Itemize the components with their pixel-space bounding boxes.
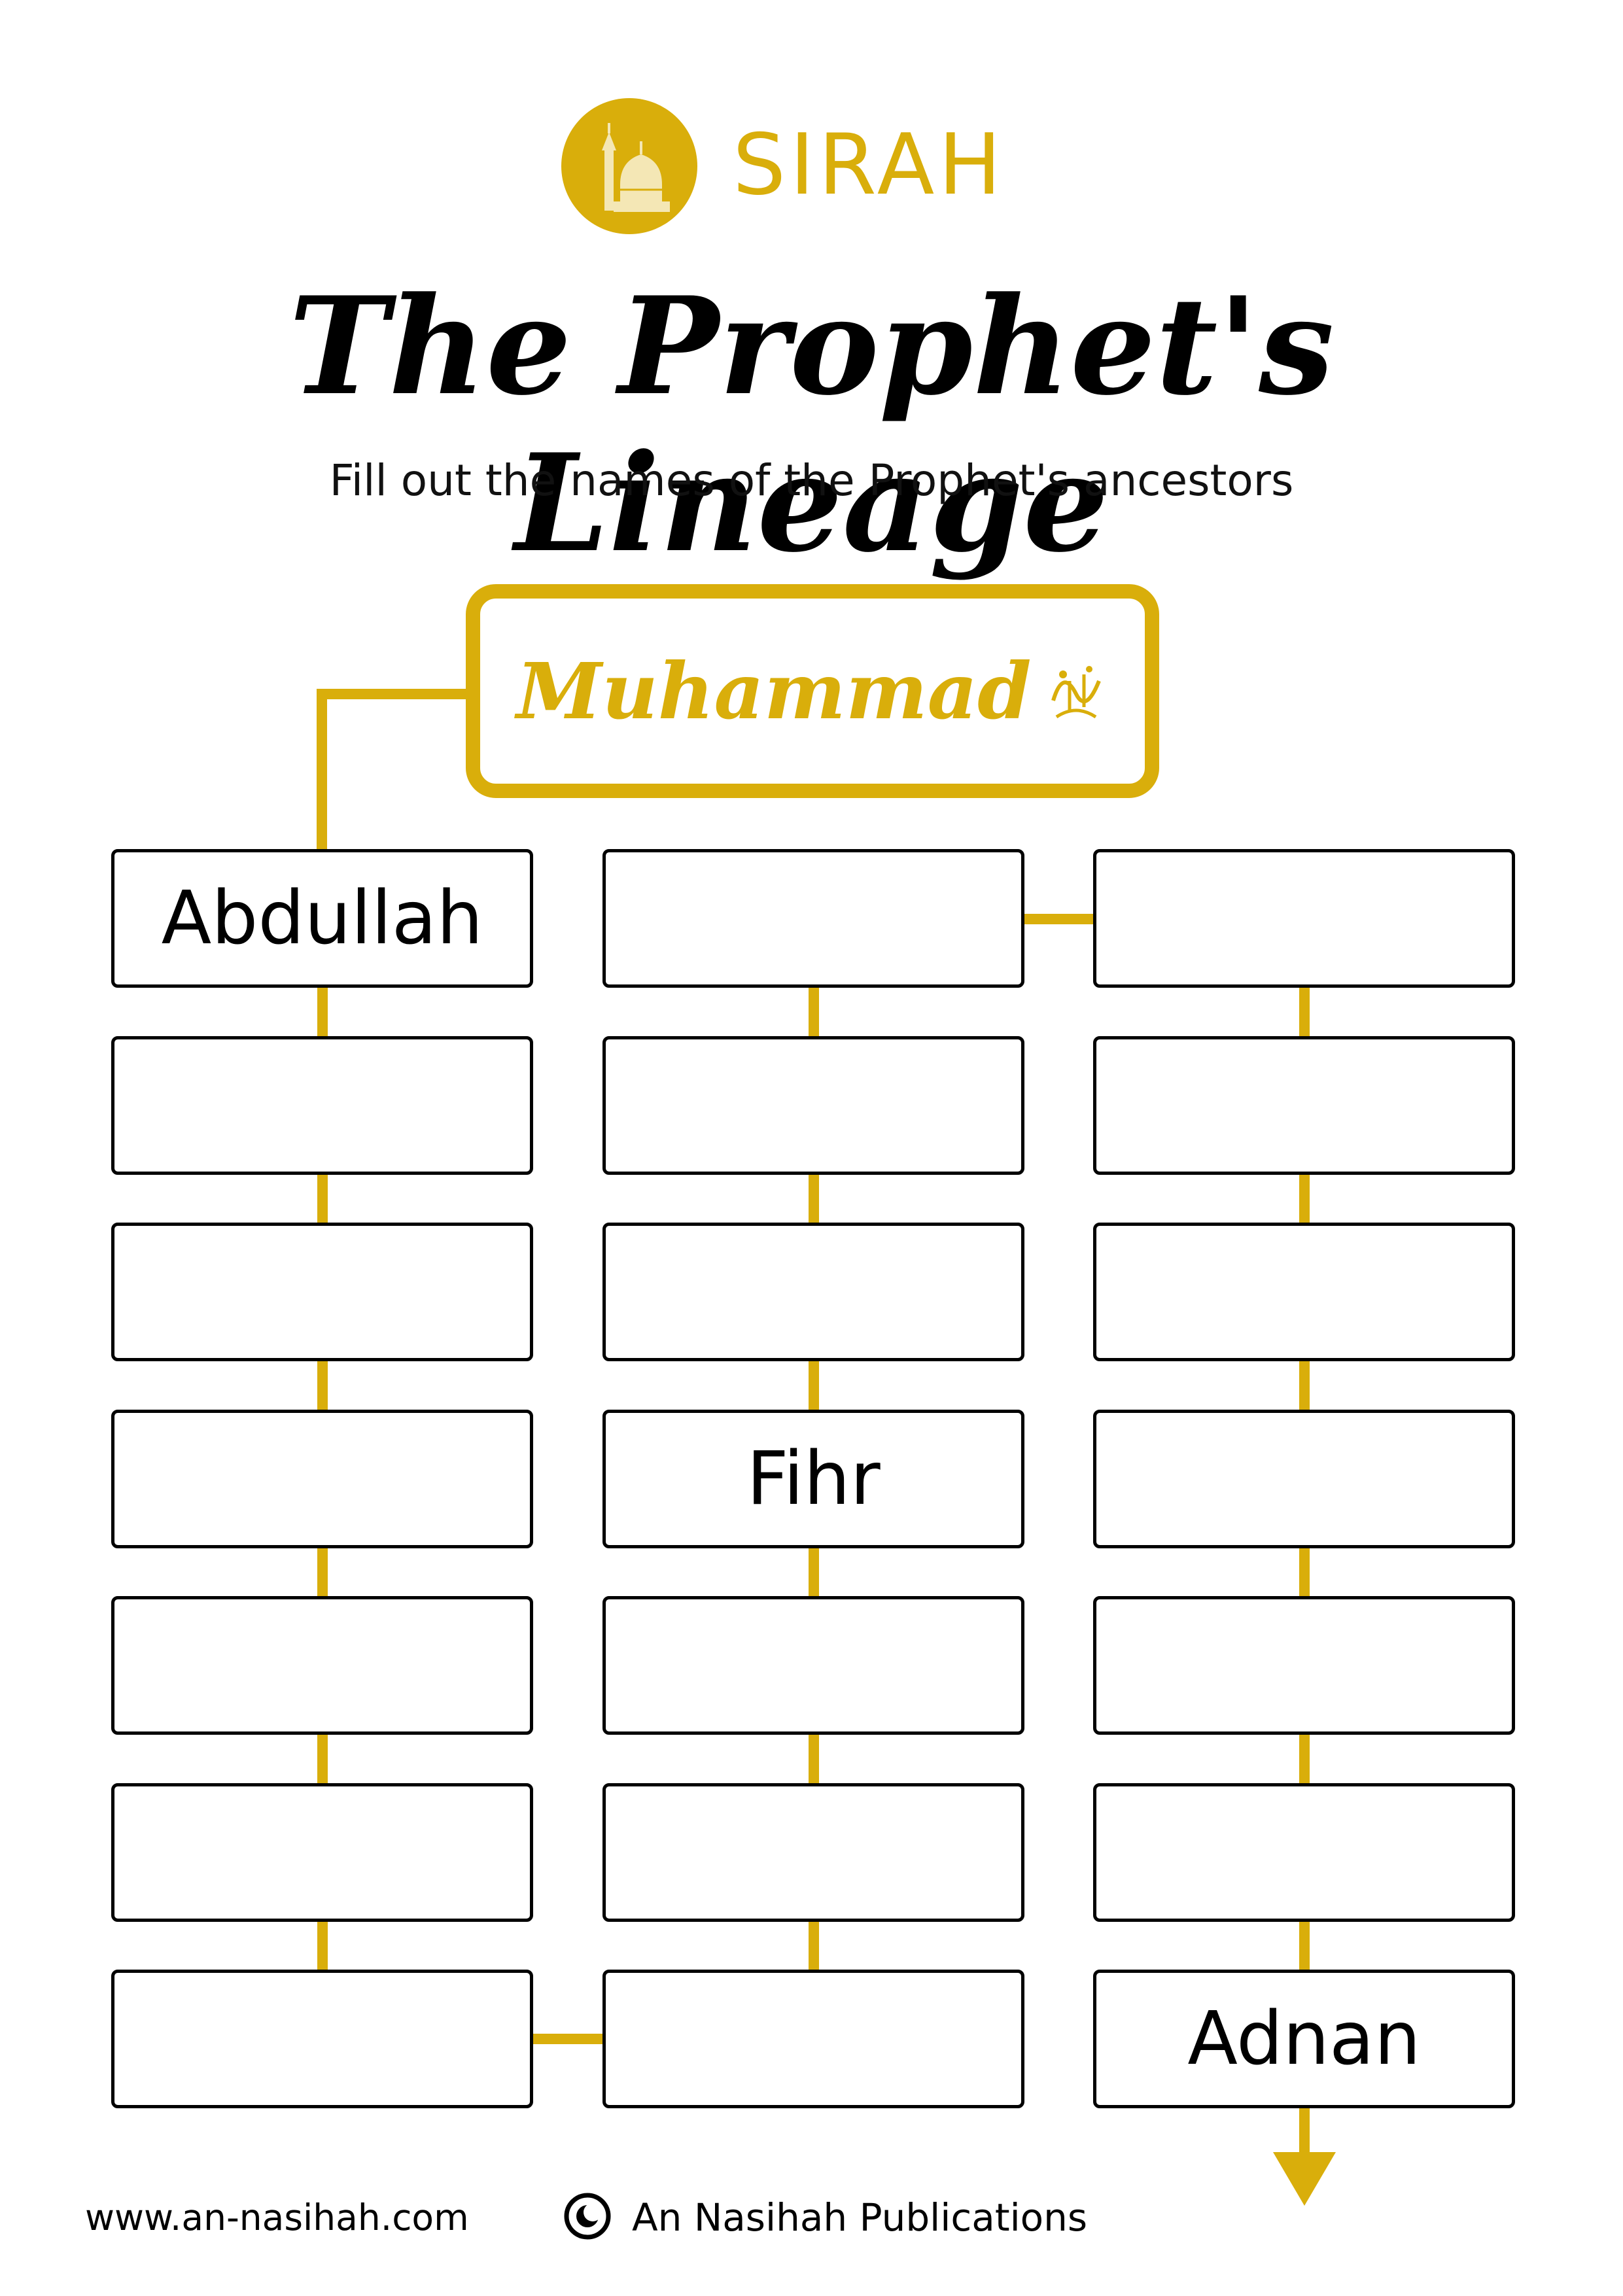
connector-vertical xyxy=(809,1361,819,1410)
lineage-box[interactable] xyxy=(111,1036,533,1175)
connector-root-horizontal xyxy=(317,689,468,699)
lineage-box[interactable] xyxy=(1093,849,1515,988)
lineage-box[interactable] xyxy=(111,1410,533,1548)
salawat-calligraphy-icon xyxy=(1051,665,1101,718)
connector-vertical xyxy=(1299,1735,1310,1783)
ancestor-name: Fihr xyxy=(746,1436,881,1522)
connector-vertical xyxy=(1299,1175,1310,1223)
sirah-logo-icon xyxy=(561,98,697,234)
lineage-box[interactable] xyxy=(111,1223,533,1361)
lineage-box[interactable] xyxy=(602,1223,1024,1361)
connector-vertical xyxy=(809,1175,819,1223)
publisher-name: An Nasihah Publications xyxy=(632,2195,1088,2240)
connector-vertical xyxy=(1299,1922,1310,1970)
page-title: The Prophet's Lineage xyxy=(288,268,1335,582)
lineage-box[interactable] xyxy=(1093,1036,1515,1175)
arrow-shaft xyxy=(1299,2108,1310,2154)
connector-vertical xyxy=(809,1735,819,1783)
lineage-box[interactable] xyxy=(1093,1783,1515,1922)
connector-vertical xyxy=(809,1922,819,1970)
lineage-box[interactable]: Fihr xyxy=(602,1410,1024,1548)
root-name: Muhammad xyxy=(516,646,1032,737)
lineage-box[interactable]: Adnan xyxy=(1093,1970,1515,2108)
lineage-box[interactable] xyxy=(111,1596,533,1735)
connector-vertical xyxy=(317,1361,328,1410)
website-url[interactable]: www.an-nasihah.com xyxy=(85,2197,469,2238)
lineage-box[interactable] xyxy=(602,1036,1024,1175)
lineage-box[interactable] xyxy=(1093,1410,1515,1548)
connector-vertical xyxy=(317,988,328,1036)
connector-vertical xyxy=(1299,1548,1310,1596)
connector-vertical xyxy=(809,988,819,1036)
root-ancestor-box: Muhammad xyxy=(466,584,1159,798)
connector-vertical xyxy=(1299,1361,1310,1410)
lineage-box[interactable] xyxy=(111,1970,533,2108)
lineage-box[interactable] xyxy=(111,1783,533,1922)
ancestor-name: Abdullah xyxy=(161,876,483,961)
ancestor-name: Adnan xyxy=(1187,1996,1421,2081)
lineage-box[interactable]: Abdullah xyxy=(111,849,533,988)
connector-col2-to-col3 xyxy=(1024,914,1093,924)
lineage-box[interactable] xyxy=(1093,1596,1515,1735)
lineage-box[interactable] xyxy=(1093,1223,1515,1361)
connector-vertical xyxy=(809,1548,819,1596)
lineage-box[interactable] xyxy=(602,1970,1024,2108)
lineage-box[interactable] xyxy=(602,1596,1024,1735)
crescent-logo-icon xyxy=(564,2193,611,2240)
lineage-box[interactable] xyxy=(602,1783,1024,1922)
connector-root-vertical xyxy=(317,689,327,850)
brand-name: SIRAH xyxy=(733,116,1005,214)
connector-vertical xyxy=(317,1175,328,1223)
connector-vertical xyxy=(317,1922,328,1970)
connector-vertical xyxy=(1299,988,1310,1036)
connector-col1-to-col2 xyxy=(533,2034,602,2044)
connector-vertical xyxy=(317,1735,328,1783)
connector-vertical xyxy=(317,1548,328,1596)
page-subtitle: Fill out the names of the Prophet's ance… xyxy=(329,455,1294,506)
lineage-box[interactable] xyxy=(602,849,1024,988)
down-arrow-icon xyxy=(1273,2152,1336,2206)
